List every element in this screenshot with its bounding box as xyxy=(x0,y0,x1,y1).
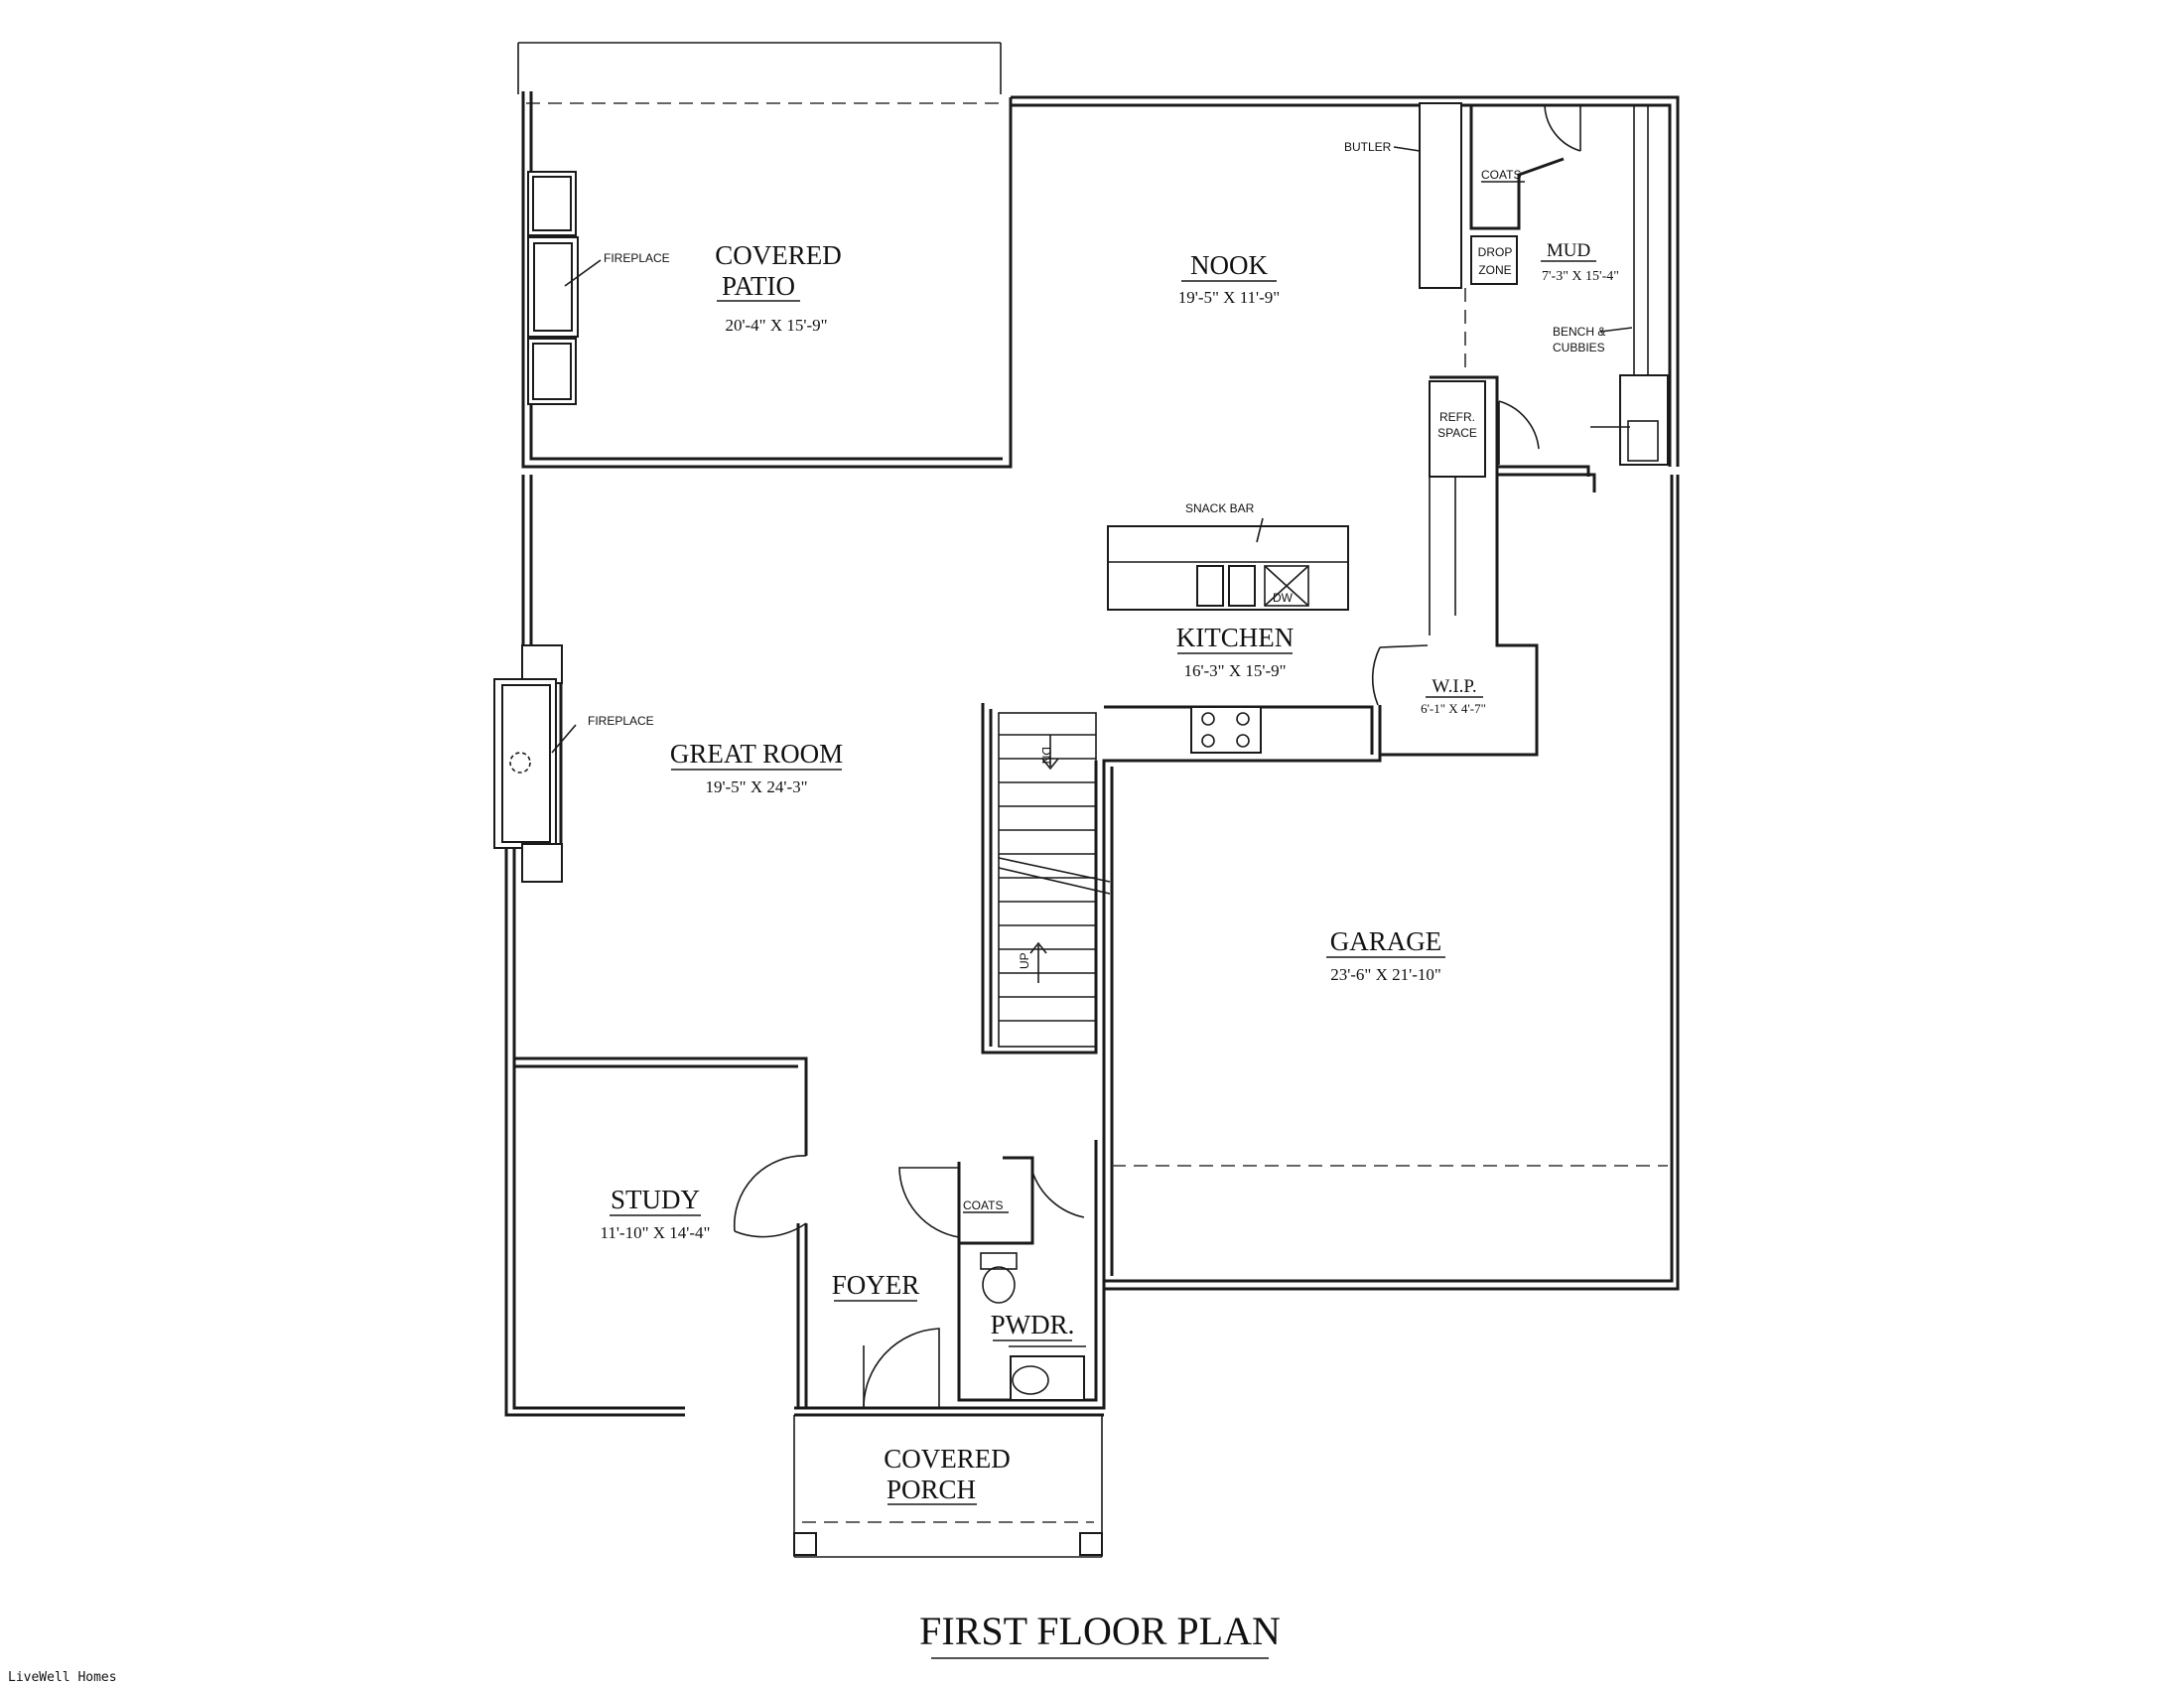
foyer-name: FOYER xyxy=(832,1270,920,1300)
label-mud: MUD 7'-3" X 15'-4" xyxy=(1541,240,1619,284)
drop-zone-line2: ZONE xyxy=(1478,263,1511,277)
label-nook: NOOK 19'-5" X 11'-9" xyxy=(1178,250,1280,307)
kitchen-name: KITCHEN xyxy=(1176,623,1294,652)
refr-space-line2: SPACE xyxy=(1437,426,1477,440)
footer-brand: LiveWell Homes xyxy=(8,1670,117,1685)
label-wip: W.I.P. 6'-1" X 4'-7" xyxy=(1421,676,1486,716)
refr-space-line1: REFR. xyxy=(1439,410,1475,424)
bench-cubbies xyxy=(1619,374,1669,466)
label-great-room: GREAT ROOM 19'-5" X 24'-3" xyxy=(670,739,843,796)
fireplace-patio-label: FIREPLACE xyxy=(604,251,670,265)
garage-name: GARAGE xyxy=(1330,926,1442,956)
stair-treads xyxy=(999,734,1096,1022)
coats-mud-label: COATS xyxy=(1481,168,1521,182)
coats-foyer-label: COATS xyxy=(963,1198,1003,1212)
plan-title: FIRST FLOOR PLAN xyxy=(919,1609,1281,1659)
bench-cubbies-line1: BENCH & xyxy=(1553,325,1605,339)
drop-zone-line1: DROP xyxy=(1478,245,1513,259)
nook-name: NOOK xyxy=(1190,250,1268,280)
label-powder: PWDR. xyxy=(991,1310,1075,1341)
label-study: STUDY 11'-10" X 14'-4" xyxy=(601,1185,711,1242)
wip-name: W.I.P. xyxy=(1432,676,1476,697)
sink-left xyxy=(1196,565,1224,607)
garage-dims: 23'-6" X 21'-10" xyxy=(1330,965,1441,984)
study-name: STUDY xyxy=(611,1185,700,1214)
great-room-dims: 19'-5" X 24'-3" xyxy=(705,777,807,796)
label-garage: GARAGE 23'-6" X 21'-10" xyxy=(1326,926,1445,984)
mud-name: MUD xyxy=(1547,240,1590,261)
powder-sink xyxy=(1012,1365,1049,1395)
label-foyer: FOYER xyxy=(832,1270,920,1302)
fireplace-great-label: FIREPLACE xyxy=(588,714,654,728)
stair-dn-label: DN xyxy=(1039,747,1053,764)
label-covered-porch: COVERED PORCH xyxy=(884,1444,1011,1505)
covered-porch-line1: COVERED xyxy=(884,1444,1011,1474)
great-room-name: GREAT ROOM xyxy=(670,739,843,769)
sink-right xyxy=(1228,565,1256,607)
great-room-fireplace xyxy=(493,644,577,883)
plan-title-text: FIRST FLOOR PLAN xyxy=(919,1609,1281,1653)
kitchen-fixtures xyxy=(1104,375,1539,757)
covered-porch-line2: PORCH xyxy=(887,1475,976,1504)
staircase xyxy=(981,703,1111,1055)
kitchen-dims: 16'-3" X 15'-9" xyxy=(1183,661,1286,680)
study-dims: 11'-10" X 14'-4" xyxy=(601,1223,711,1242)
dw-label: DW xyxy=(1273,591,1294,605)
mud-room-fixtures xyxy=(1419,102,1669,492)
covered-patio-area xyxy=(517,42,1013,469)
covered-patio-dims: 20'-4" X 15'-9" xyxy=(725,316,827,335)
covered-porch-area xyxy=(793,1415,1103,1558)
butler-label: BUTLER xyxy=(1344,140,1392,154)
mud-dims: 7'-3" X 15'-4" xyxy=(1542,269,1619,284)
toilet xyxy=(982,1266,1016,1304)
study-walls xyxy=(514,1056,808,1408)
snack-bar-label: SNACK BAR xyxy=(1185,501,1255,515)
powder-room xyxy=(863,1140,1098,1409)
label-kitchen: KITCHEN 16'-3" X 15'-9" xyxy=(1176,623,1294,680)
covered-patio-line1: COVERED xyxy=(715,240,842,270)
bench-cubbies-line2: CUBBIES xyxy=(1553,341,1605,354)
wip-dims: 6'-1" X 4'-7" xyxy=(1421,701,1486,716)
cooktop xyxy=(1190,706,1262,754)
covered-patio-line2: PATIO xyxy=(722,271,795,301)
stair-up-label: UP xyxy=(1018,952,1031,969)
dishwasher xyxy=(1264,565,1309,607)
powder-name: PWDR. xyxy=(991,1310,1075,1339)
label-covered-patio: COVERED PATIO 20'-4" X 15'-9" xyxy=(715,240,842,335)
drop-zone xyxy=(1470,235,1518,285)
refrigerator-space xyxy=(1429,380,1486,478)
butler-pantry-counter xyxy=(1419,102,1462,289)
nook-dims: 19'-5" X 11'-9" xyxy=(1178,288,1280,307)
